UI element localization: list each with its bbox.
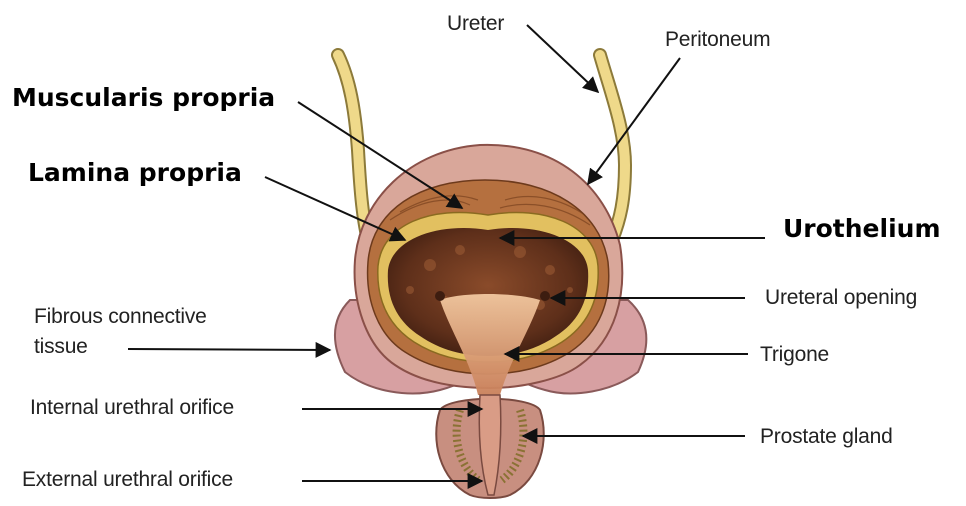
- label-prostate-gland: Prostate gland: [760, 425, 893, 449]
- label-ureteral-opening: Ureteral opening: [765, 286, 917, 310]
- label-internal-urethral-orifice: Internal urethral orifice: [30, 396, 234, 420]
- right-ureteral-opening: [540, 291, 550, 301]
- label-fibrous-line1: Fibrous connective: [34, 305, 207, 329]
- label-trigone: Trigone: [760, 343, 829, 367]
- left-ureteral-opening: [435, 291, 445, 301]
- label-fibrous-line2: tissue: [34, 335, 88, 359]
- label-urothelium: Urothelium: [783, 214, 941, 243]
- label-lamina-propria: Lamina propria: [28, 158, 242, 187]
- label-external-urethral-orifice: External urethral orifice: [22, 468, 233, 492]
- label-muscularis-propria: Muscularis propria: [12, 83, 275, 112]
- label-peritoneum: Peritoneum: [665, 28, 770, 52]
- label-ureter: Ureter: [447, 12, 504, 36]
